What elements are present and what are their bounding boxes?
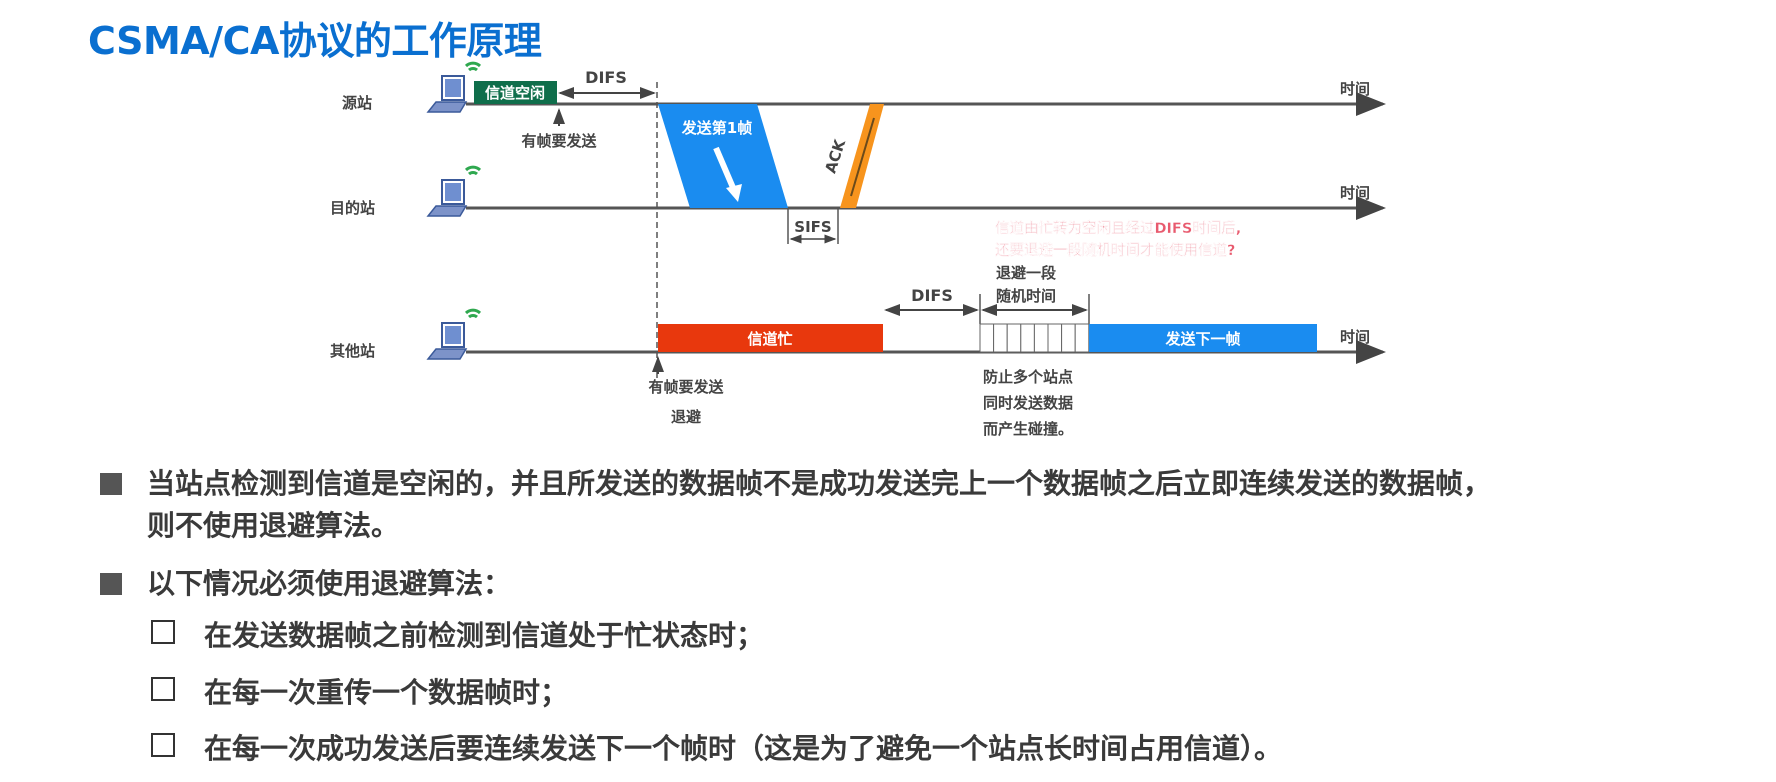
sub-bullet-text: 在发送数据帧之前检测到信道处于忙状态时；	[204, 619, 765, 652]
send-next-frame-label: 发送下一帧	[1164, 330, 1240, 348]
collision-note: 而产生碰撞。	[983, 420, 1073, 438]
station-label-other: 其他站	[330, 342, 375, 360]
channel-busy-label: 信道忙	[747, 330, 792, 348]
checkbox-bullet-icon	[151, 620, 175, 644]
difs-label: DIFS	[585, 68, 627, 87]
has-frame-label: 有帧要发送	[521, 132, 597, 150]
checkbox-bullet-icon	[151, 733, 175, 757]
channel-busy-block	[658, 324, 883, 352]
bullet-text: 以下情况必须使用退避算法：	[147, 567, 512, 600]
csma-ca-timing-diagram: 源站 目的站 其他站 时间 时间 时间 信道空闲 DIFS 有帧要发送 发送第1…	[330, 61, 1386, 438]
channel-idle-label: 信道空闲	[485, 84, 545, 102]
bullet-square-icon	[100, 573, 122, 595]
bullet-text: 则不使用退避算法。	[147, 509, 400, 542]
question-note: 还要退避一段随机时间才能使用信道?	[994, 241, 1235, 259]
channel-idle-block	[474, 81, 557, 104]
backoff-slot	[979, 323, 995, 353]
bullet-text: 当站点检测到信道是空闲的，并且所发送的数据帧不是成功发送完上一个数据帧之后立即连…	[147, 467, 1492, 500]
up-arrow-icon	[850, 117, 875, 197]
time-label: 时间	[1340, 80, 1370, 98]
down-arrow-head	[726, 184, 742, 202]
question-note: 信道由忙转为空闲且经过DIFS时间后,	[995, 219, 1241, 237]
backoff-slot	[1006, 323, 1022, 353]
backoff-label: 随机时间	[996, 287, 1056, 305]
station-label-source: 源站	[342, 94, 372, 112]
sub-bullet-text: 在每一次重传一个数据帧时；	[204, 676, 569, 709]
backoff-slot	[993, 323, 1008, 353]
send-frame-1-label: 发送第1帧	[681, 119, 752, 137]
collision-note: 防止多个站点	[983, 368, 1073, 386]
difs-label: DIFS	[911, 286, 953, 305]
backoff-text: 退避	[671, 408, 701, 426]
time-label: 时间	[1340, 184, 1370, 202]
backoff-slot	[1020, 323, 1035, 353]
checkbox-bullet-icon	[151, 677, 175, 701]
down-arrow-icon	[713, 146, 737, 192]
backoff-slot	[1061, 323, 1076, 353]
time-label: 时间	[1340, 328, 1370, 346]
bullet-square-icon	[100, 473, 122, 495]
sub-bullet-text: 在每一次成功发送后要连续发送下一个帧时（这是为了避免一个站点长时间占用信道）。	[204, 732, 1283, 765]
backoff-slots	[979, 323, 1090, 353]
station-label-destination: 目的站	[330, 199, 375, 217]
ack-label: ACK	[821, 136, 849, 175]
has-frame-label: 有帧要发送	[648, 378, 724, 396]
page-title: CSMA/CA协议的工作原理	[88, 19, 542, 63]
backoff-slot	[1033, 323, 1049, 353]
sifs-label: SIFS	[794, 218, 831, 236]
backoff-slot	[1074, 323, 1090, 353]
send-next-frame-block	[1089, 324, 1317, 352]
frame-1-transmission	[658, 104, 788, 208]
backoff-slot	[1047, 323, 1063, 353]
backoff-label: 退避一段	[996, 264, 1056, 282]
collision-note: 同时发送数据	[983, 394, 1073, 412]
